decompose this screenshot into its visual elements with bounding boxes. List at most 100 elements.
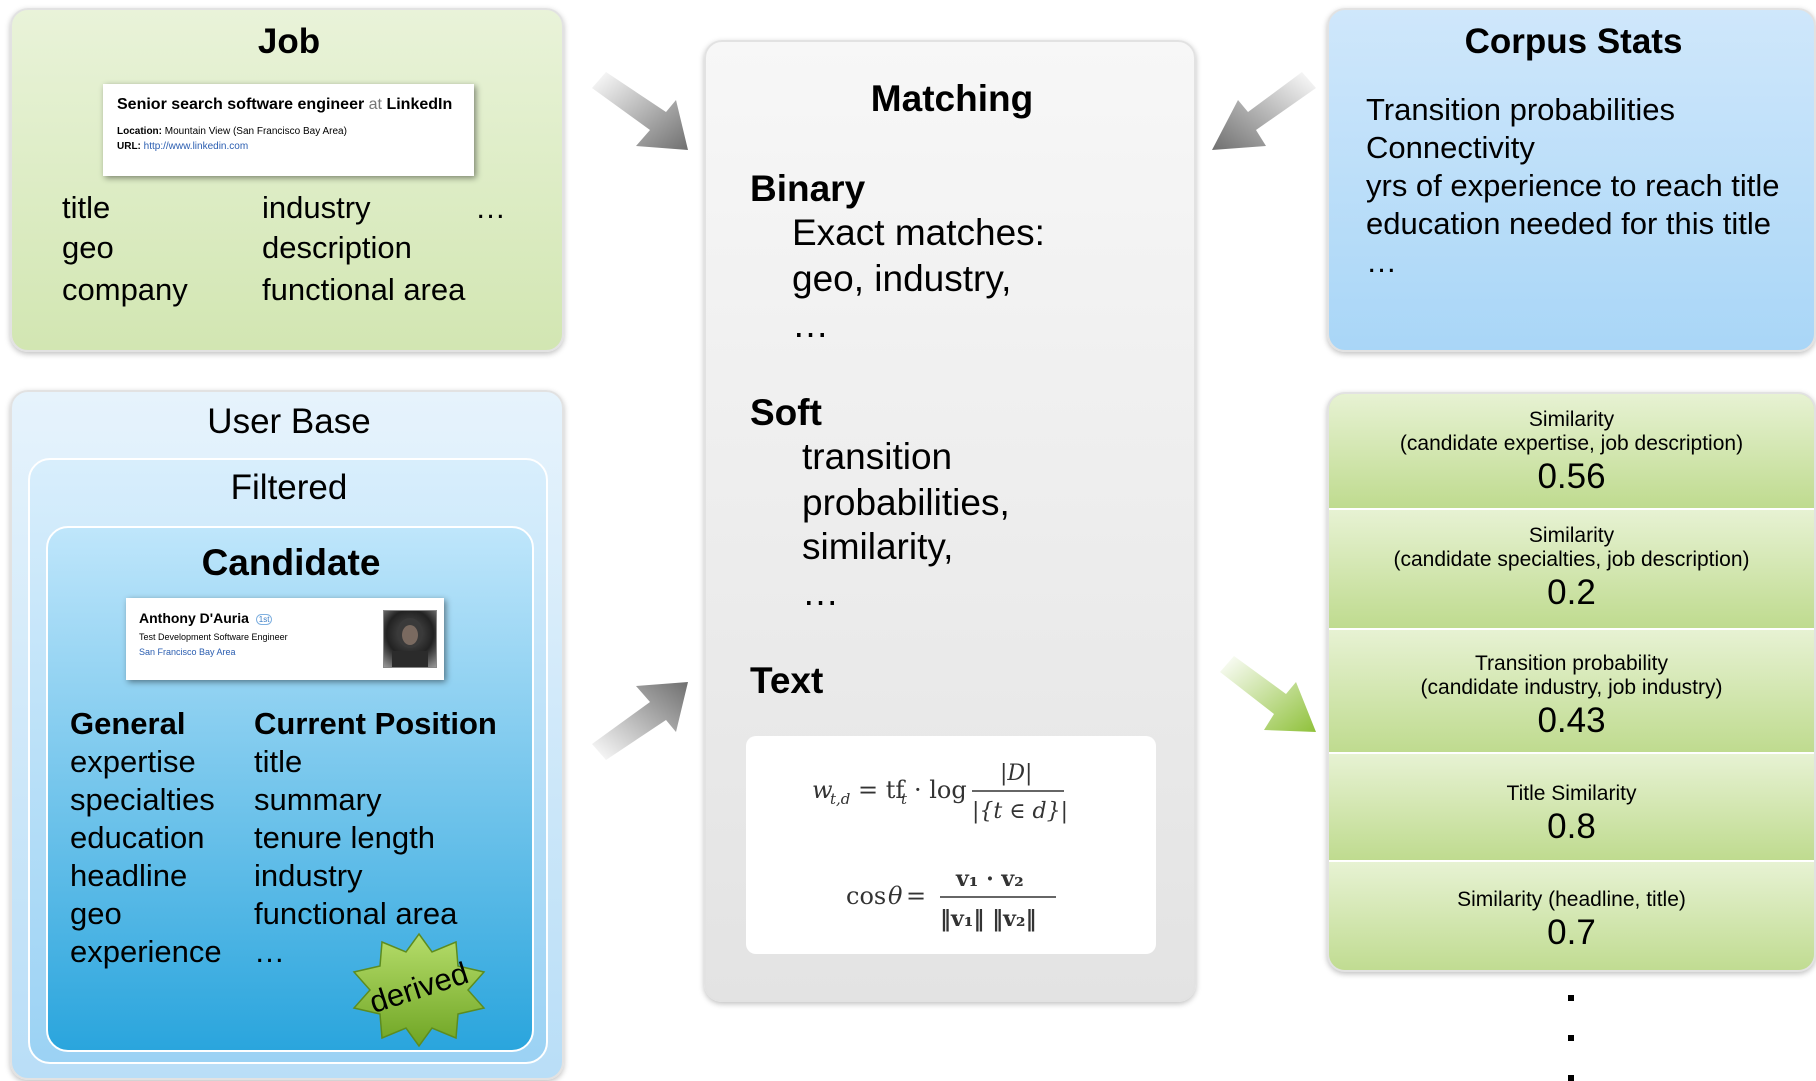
metric-value: 0.8 <box>1547 807 1596 846</box>
soft-line-4: … <box>802 572 839 613</box>
metric-value: 0.43 <box>1537 701 1606 740</box>
corpus-line-2: Connectivity <box>1366 130 1535 165</box>
degree-badge: 1st <box>255 613 273 625</box>
arrow-user-base-to-matching-icon <box>592 682 688 760</box>
metric-label: Transition probability <box>1475 652 1668 675</box>
soft-heading: Soft <box>750 392 822 433</box>
metric-label: Similarity <box>1528 524 1615 547</box>
metric-sublabel: (candidate expertise, job description) <box>1399 432 1744 455</box>
corpus-line-1: Transition probabilities <box>1366 92 1676 127</box>
job-card-role: Senior search software engineer <box>117 96 365 113</box>
job-panel: Job Senior search software engineer at L… <box>10 8 564 352</box>
general-field-headline: headline <box>70 858 188 893</box>
binary-heading: Binary <box>750 168 866 209</box>
derived-star-icon <box>352 932 486 1048</box>
candidate-panel: Candidate Anthony D'Auria 1st Test Devel… <box>46 526 534 1052</box>
metric-value: 0.56 <box>1537 457 1606 496</box>
svg-text:w: w <box>812 776 833 804</box>
binary-line-3: … <box>792 304 829 345</box>
general-field-education: education <box>70 820 205 855</box>
soft-line-3: similarity, <box>802 526 954 567</box>
general-field-specialties: specialties <box>70 782 215 817</box>
more-dot <box>1568 1075 1574 1081</box>
corpus-stats-title: Corpus Stats <box>1464 22 1683 61</box>
binary-line-2: geo, industry, <box>792 258 1012 299</box>
metric-value: 0.2 <box>1547 573 1596 612</box>
job-field-geo: geo <box>62 230 114 265</box>
job-field-company: company <box>62 272 188 307</box>
job-posting-card: Senior search software engineer at Linke… <box>103 84 474 176</box>
svg-text:cos: cos <box>846 882 886 910</box>
matching-title: Matching <box>870 78 1034 119</box>
metric-sublabel: (candidate specialties, job description) <box>1393 548 1750 571</box>
svg-text:|{t ∈ d}|: |{t ∈ d}| <box>972 799 1068 824</box>
candidate-card-headline: Test Development Software Engineer <box>139 632 288 642</box>
general-heading: General <box>70 706 186 741</box>
svg-text:‖v₁‖ ‖v₂‖: ‖v₁‖ ‖v₂‖ <box>940 906 1037 932</box>
job-field-title: title <box>62 190 111 225</box>
current-field-tenure-length: tenure length <box>254 820 435 855</box>
metric-row: Similarity (headline, title) 0.7 <box>1329 862 1814 970</box>
candidate-card-name-line: Anthony D'Auria 1st <box>139 610 273 626</box>
current-field-ellipsis: … <box>254 934 285 969</box>
arrow-corpus-to-matching-icon <box>1212 72 1316 150</box>
current-field-summary: summary <box>254 782 382 817</box>
arrow-matching-to-scores-icon <box>1220 656 1316 732</box>
candidate-profile-card: Anthony D'Auria 1st Test Development Sof… <box>126 598 444 680</box>
job-card-location-value: Mountain View (San Francisco Bay Area) <box>164 126 347 137</box>
user-base-title: User Base <box>207 402 371 441</box>
similarity-scores-panel: Similarity (candidate expertise, job des… <box>1327 392 1816 972</box>
candidate-card-location: San Francisco Bay Area <box>139 647 236 657</box>
job-card-url-label: URL: <box>117 141 141 152</box>
metric-sublabel: (candidate industry, job industry) <box>1420 676 1723 699</box>
soft-line-1: transition <box>802 436 953 477</box>
soft-line-2: probabilities, <box>802 482 1010 523</box>
job-field-functional-area: functional area <box>262 272 466 307</box>
metric-label: Similarity <box>1528 408 1615 431</box>
svg-text:t,d: t,d <box>830 790 850 808</box>
formula-tfidf-cosine: w t,d = tf t · log |D| |{t ∈ d}| cos θ =… <box>812 761 1068 932</box>
binary-line-1: Exact matches: <box>792 212 1045 253</box>
general-field-experience: experience <box>70 934 222 969</box>
current-field-functional-area: functional area <box>254 896 458 931</box>
candidate-avatar <box>383 610 437 668</box>
job-card-url-link[interactable]: http://www.linkedin.com <box>143 141 249 152</box>
text-heading: Text <box>750 660 824 701</box>
formula-box: w t,d = tf t · log |D| |{t ∈ d}| cos θ =… <box>746 736 1156 954</box>
svg-text:t: t <box>901 790 908 808</box>
job-card-at: at <box>368 96 382 113</box>
metric-row: Transition probability (candidate indust… <box>1329 630 1814 754</box>
job-field-industry: industry <box>262 190 371 225</box>
derived-badge: derived <box>344 930 494 1050</box>
svg-text:· log: · log <box>914 776 967 804</box>
metric-label: Title Similarity <box>1506 782 1637 805</box>
corpus-line-5: … <box>1366 244 1397 279</box>
metric-value: 0.7 <box>1547 913 1596 952</box>
job-field-description: description <box>262 230 412 265</box>
current-field-title: title <box>254 744 303 779</box>
more-dot <box>1568 995 1574 1001</box>
svg-text:= tf: = tf <box>858 776 906 804</box>
svg-text:=: = <box>906 882 926 910</box>
arrow-job-to-matching-icon <box>592 72 688 150</box>
avatar-silhouette-icon <box>392 618 428 667</box>
metric-row: Similarity (candidate specialties, job d… <box>1329 510 1814 630</box>
general-field-geo: geo <box>70 896 122 931</box>
filtered-panel: Filtered Candidate Anthony D'Auria 1st T… <box>28 458 548 1064</box>
filtered-title: Filtered <box>230 468 348 507</box>
job-field-ellipsis: … <box>475 190 506 225</box>
matching-panel: Matching Binary Exact matches: geo, indu… <box>704 40 1196 1002</box>
job-card-company: LinkedIn <box>386 96 453 113</box>
metric-label: Similarity (headline, title) <box>1457 888 1686 911</box>
job-card-location-label: Location: <box>117 126 162 137</box>
corpus-line-4: education needed for this title <box>1366 206 1771 241</box>
current-field-industry: industry <box>254 858 363 893</box>
job-title: Job <box>257 22 321 61</box>
metric-row: Title Similarity 0.8 <box>1329 754 1814 862</box>
general-field-expertise: expertise <box>70 744 196 779</box>
job-card-url: URL: http://www.linkedin.com <box>117 141 248 152</box>
candidate-title: Candidate <box>201 542 381 583</box>
svg-text:v₁ · v₂: v₁ · v₂ <box>955 866 1024 892</box>
job-card-heading: Senior search software engineer at Linke… <box>117 96 452 114</box>
job-card-location: Location: Mountain View (San Francisco B… <box>117 126 347 137</box>
